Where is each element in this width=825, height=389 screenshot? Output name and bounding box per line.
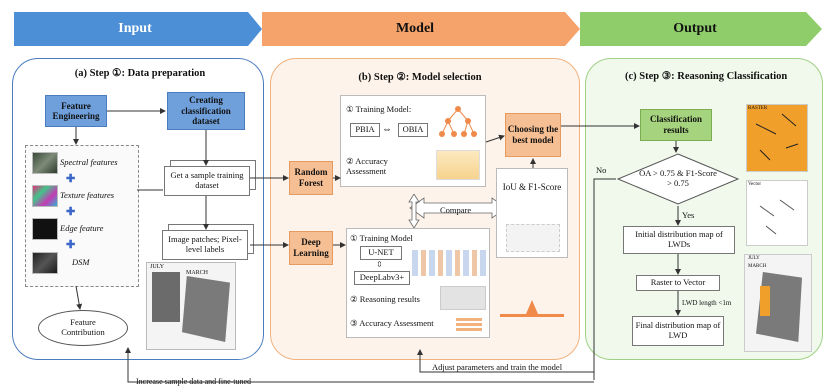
- spectral-thumbnail: [32, 152, 58, 174]
- final-map-label: JULY: [748, 256, 760, 261]
- spectral-label: Spectral features: [60, 157, 118, 167]
- raster-label: RASTER: [748, 106, 768, 111]
- adjust-label: Adjust parameters and train the model: [432, 362, 563, 372]
- unet-box: U-NET: [360, 246, 402, 260]
- raster-vector-box: Raster to Vector: [636, 275, 720, 291]
- yes-label: Yes: [682, 210, 695, 220]
- sample-dataset-box: Get a sample training dataset: [164, 166, 250, 196]
- edge-thumbnail: [32, 218, 58, 240]
- raster-thumbnail: [746, 104, 808, 172]
- classification-results-box: Classification results: [640, 109, 712, 141]
- banner-model: Model: [395, 21, 435, 36]
- sample-map-label: MARCH: [186, 270, 209, 276]
- swap-arrow-icon: ⇔: [382, 124, 392, 135]
- banner-output: Output: [673, 21, 717, 36]
- random-forest-box: Random Forest: [289, 161, 333, 195]
- texture-thumbnail: [32, 185, 58, 207]
- dsm-thumbnail: [32, 252, 58, 274]
- texture-label: Texture features: [60, 190, 115, 200]
- vector-label: Vector: [748, 182, 762, 187]
- increase-label: Increase sample data and fine-tuned: [136, 377, 252, 386]
- rf-training-label: ① Training Model:: [346, 104, 412, 114]
- condition-diamond: [616, 153, 740, 205]
- reasoning-thumbnail: [440, 286, 486, 310]
- sample-map-label: JULY: [150, 264, 165, 270]
- step2-title: (b) Step ②: Model selection: [358, 72, 482, 83]
- plus-icon: ✚: [66, 206, 76, 218]
- down-arrow-icon: ⇳: [376, 260, 383, 269]
- dl-accuracy-label: ③ Accuracy Assessment: [350, 318, 434, 328]
- network-thumbnail: [412, 250, 486, 276]
- balance-icon: [500, 288, 564, 317]
- feature-contribution-label: Feature Contribution: [61, 317, 105, 337]
- image-patches-box: Image patches; Pixel-level labels: [162, 230, 248, 260]
- final-map-highlight: [760, 286, 770, 316]
- initial-map-box: Initial distribution map of LWDs: [623, 226, 735, 254]
- raster-lines: [755, 113, 799, 161]
- rf-result-thumbnail: [436, 150, 480, 180]
- choosing-best-model-box: Choosing the best model: [505, 113, 561, 157]
- feature-contribution-ellipse: Feature Contribution: [38, 310, 128, 346]
- sample-map-inner-1: [152, 272, 180, 322]
- final-map-box: Final distribution map of LWD: [632, 316, 724, 346]
- edge-label: Edge feature: [60, 223, 104, 233]
- deep-learning-box: Deep Learning: [289, 231, 333, 265]
- final-map-label: MARCH: [748, 264, 767, 269]
- iou-label: IoU & F1-Score: [502, 182, 562, 192]
- plus-icon: ✚: [66, 173, 76, 185]
- creating-dataset-box: Creating classification dataset: [167, 92, 245, 130]
- reasoning-label: ② Reasoning results: [350, 294, 420, 304]
- step3-title: (c) Step ③: Reasoning Classification: [625, 71, 788, 82]
- no-label: No: [596, 165, 607, 175]
- dsm-label: DSM: [72, 257, 90, 267]
- banner-input: Input: [118, 21, 152, 36]
- rf-accuracy-label: ② Accuracy Assessment: [346, 156, 388, 177]
- step1-title: (a) Step ①: Data preparation: [74, 68, 206, 79]
- deeplab-box: DeepLabv3+: [354, 271, 410, 285]
- lwd-length-label: LWD length <1m: [682, 299, 732, 307]
- accuracy-chart-icon: [456, 318, 482, 332]
- plus-icon: ✚: [66, 239, 76, 251]
- pbia-box: PBIA: [350, 123, 380, 137]
- feature-engineering-box: Feature Engineering: [45, 95, 107, 127]
- condition-label: OA > 0.75 & F1-Score > 0.75: [639, 168, 717, 189]
- rf-tree-icon: [439, 106, 477, 137]
- vector-thumbnail: [746, 180, 808, 246]
- vector-lines: [759, 199, 795, 235]
- compare-label: Compare: [440, 205, 472, 215]
- iou-thumbnail: [506, 224, 560, 252]
- dl-training-label: ① Training Model: [350, 233, 413, 243]
- sample-map-inner-2: [182, 276, 230, 342]
- obia-box: OBIA: [398, 123, 428, 137]
